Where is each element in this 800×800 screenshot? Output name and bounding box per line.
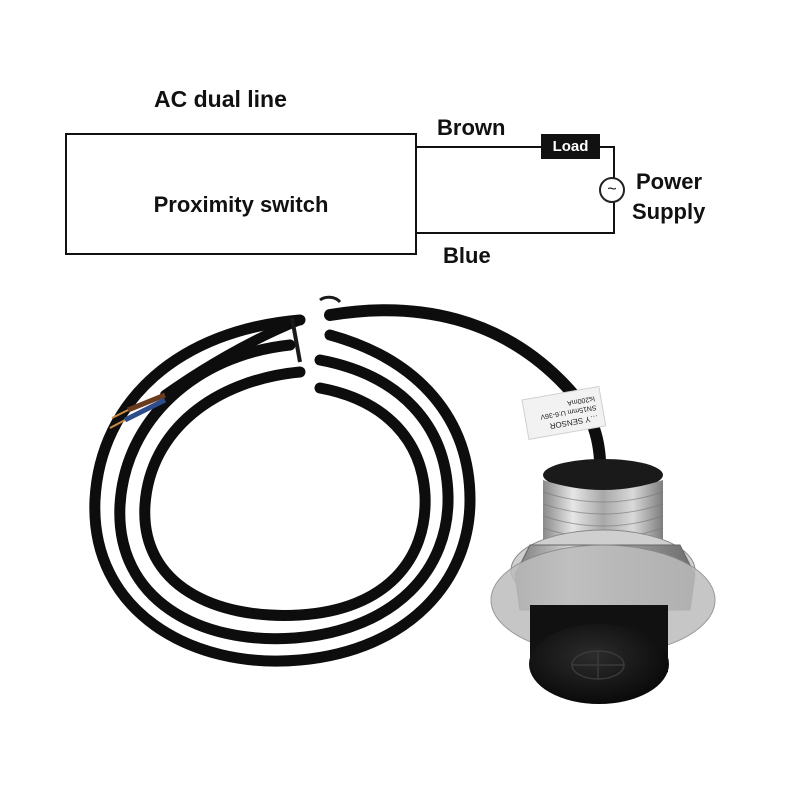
cable-lead-end — [160, 315, 305, 400]
cable-loop-middle — [114, 339, 454, 645]
sensor-label-tag: …Y SENSOR SN15mm U:6-36V I≤200mA — [521, 385, 607, 440]
sensor-back-cap — [543, 459, 663, 491]
supply-label: Supply — [632, 199, 706, 224]
blue-wire-label: Blue — [443, 243, 491, 268]
sensing-face — [529, 624, 669, 704]
sensor-body — [490, 459, 716, 704]
supply-vertical-wire-bottom — [613, 202, 615, 234]
supply-vertical-wire-top — [613, 146, 615, 178]
load-box: Load — [541, 134, 600, 159]
cable-tie-top — [319, 295, 342, 304]
cable-run-to-sensor — [324, 304, 606, 466]
brown-lead-end — [127, 392, 166, 413]
load-to-supply-wire — [600, 146, 615, 148]
cable-loop-inner — [139, 366, 431, 621]
copper-strands — [109, 409, 129, 429]
diagram-title: AC dual line — [154, 86, 287, 112]
proximity-switch-box: Proximity switch — [65, 133, 417, 255]
sensing-face-logo-icon — [571, 650, 625, 680]
blue-lead-end — [123, 397, 167, 423]
sensor-label-text-3: I≤200mA — [566, 394, 595, 406]
blue-wire — [417, 232, 615, 234]
cable-tie — [290, 317, 302, 363]
cable-loop-outer — [89, 314, 476, 667]
brown-wire-label: Brown — [437, 115, 506, 140]
brown-wire — [417, 146, 541, 148]
ac-source-icon: ~ — [599, 177, 625, 203]
proximity-switch-label: Proximity switch — [153, 192, 329, 217]
power-label: Power — [636, 169, 703, 194]
